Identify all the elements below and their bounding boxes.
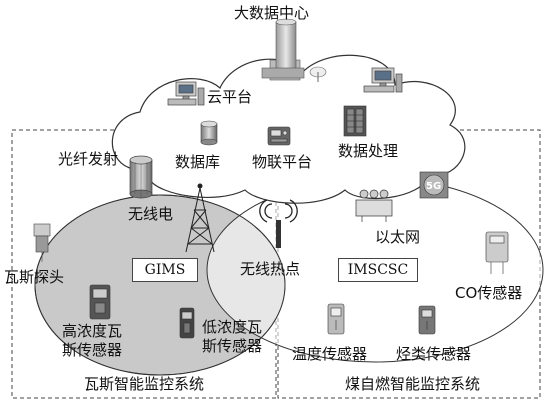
wireless-hotspot-label: 无线热点 <box>240 260 301 278</box>
database-label: 数据库 <box>175 153 221 171</box>
big-data-center-label: 大数据中心 <box>234 4 310 22</box>
data-center-icon <box>261 18 327 82</box>
radio-tower-icon <box>185 183 215 253</box>
cloud-platform-label: 云平台 <box>207 88 253 106</box>
gas-probe-icon <box>33 223 51 262</box>
temperature-sensor-label: 温度传感器 <box>292 345 368 363</box>
co-sensor-label: CO传感器 <box>455 284 523 302</box>
5g-badge-icon <box>419 171 449 199</box>
database-icon <box>200 120 218 146</box>
temperature-sensor-icon <box>327 303 345 335</box>
co-sensor-icon <box>485 231 509 274</box>
gas-probe-label: 瓦斯探头 <box>4 268 65 286</box>
ethernet-switch-icon <box>355 189 393 222</box>
fiber-emitter-icon <box>129 155 153 199</box>
iot-platform-label: 物联平台 <box>252 153 313 171</box>
low-conc-sensor-icon <box>179 307 195 339</box>
low-conc-sensor-label: 低浓度瓦 斯传感器 <box>202 318 263 355</box>
data-processing-label: 数据处理 <box>338 142 399 160</box>
iot-platform-icon <box>267 126 291 146</box>
computer-left-icon <box>167 81 205 106</box>
wireless-radio-label: 无线电 <box>128 205 174 223</box>
hydrocarbon-sensor-icon <box>418 305 436 335</box>
wifi-hotspot-icon <box>259 199 298 248</box>
badge-5g-text: 5G <box>426 181 442 192</box>
gas-system-title: 瓦斯智能监控系统 <box>84 375 205 393</box>
computer-right-icon <box>363 67 403 93</box>
gims-box: GIMS <box>132 258 198 282</box>
ethernet-label: 以太网 <box>375 228 421 246</box>
fiber-emitter-label: 光纤发射 <box>58 150 119 168</box>
coal-system-title: 煤自燃智能监控系统 <box>345 375 481 393</box>
server-rack-icon <box>343 105 367 137</box>
imscsc-box: IMSCSC <box>338 258 418 282</box>
hydrocarbon-sensor-label: 烃类传感器 <box>396 345 472 363</box>
high-conc-sensor-icon <box>89 284 111 320</box>
high-conc-sensor-label: 高浓度瓦 斯传感器 <box>62 322 123 359</box>
